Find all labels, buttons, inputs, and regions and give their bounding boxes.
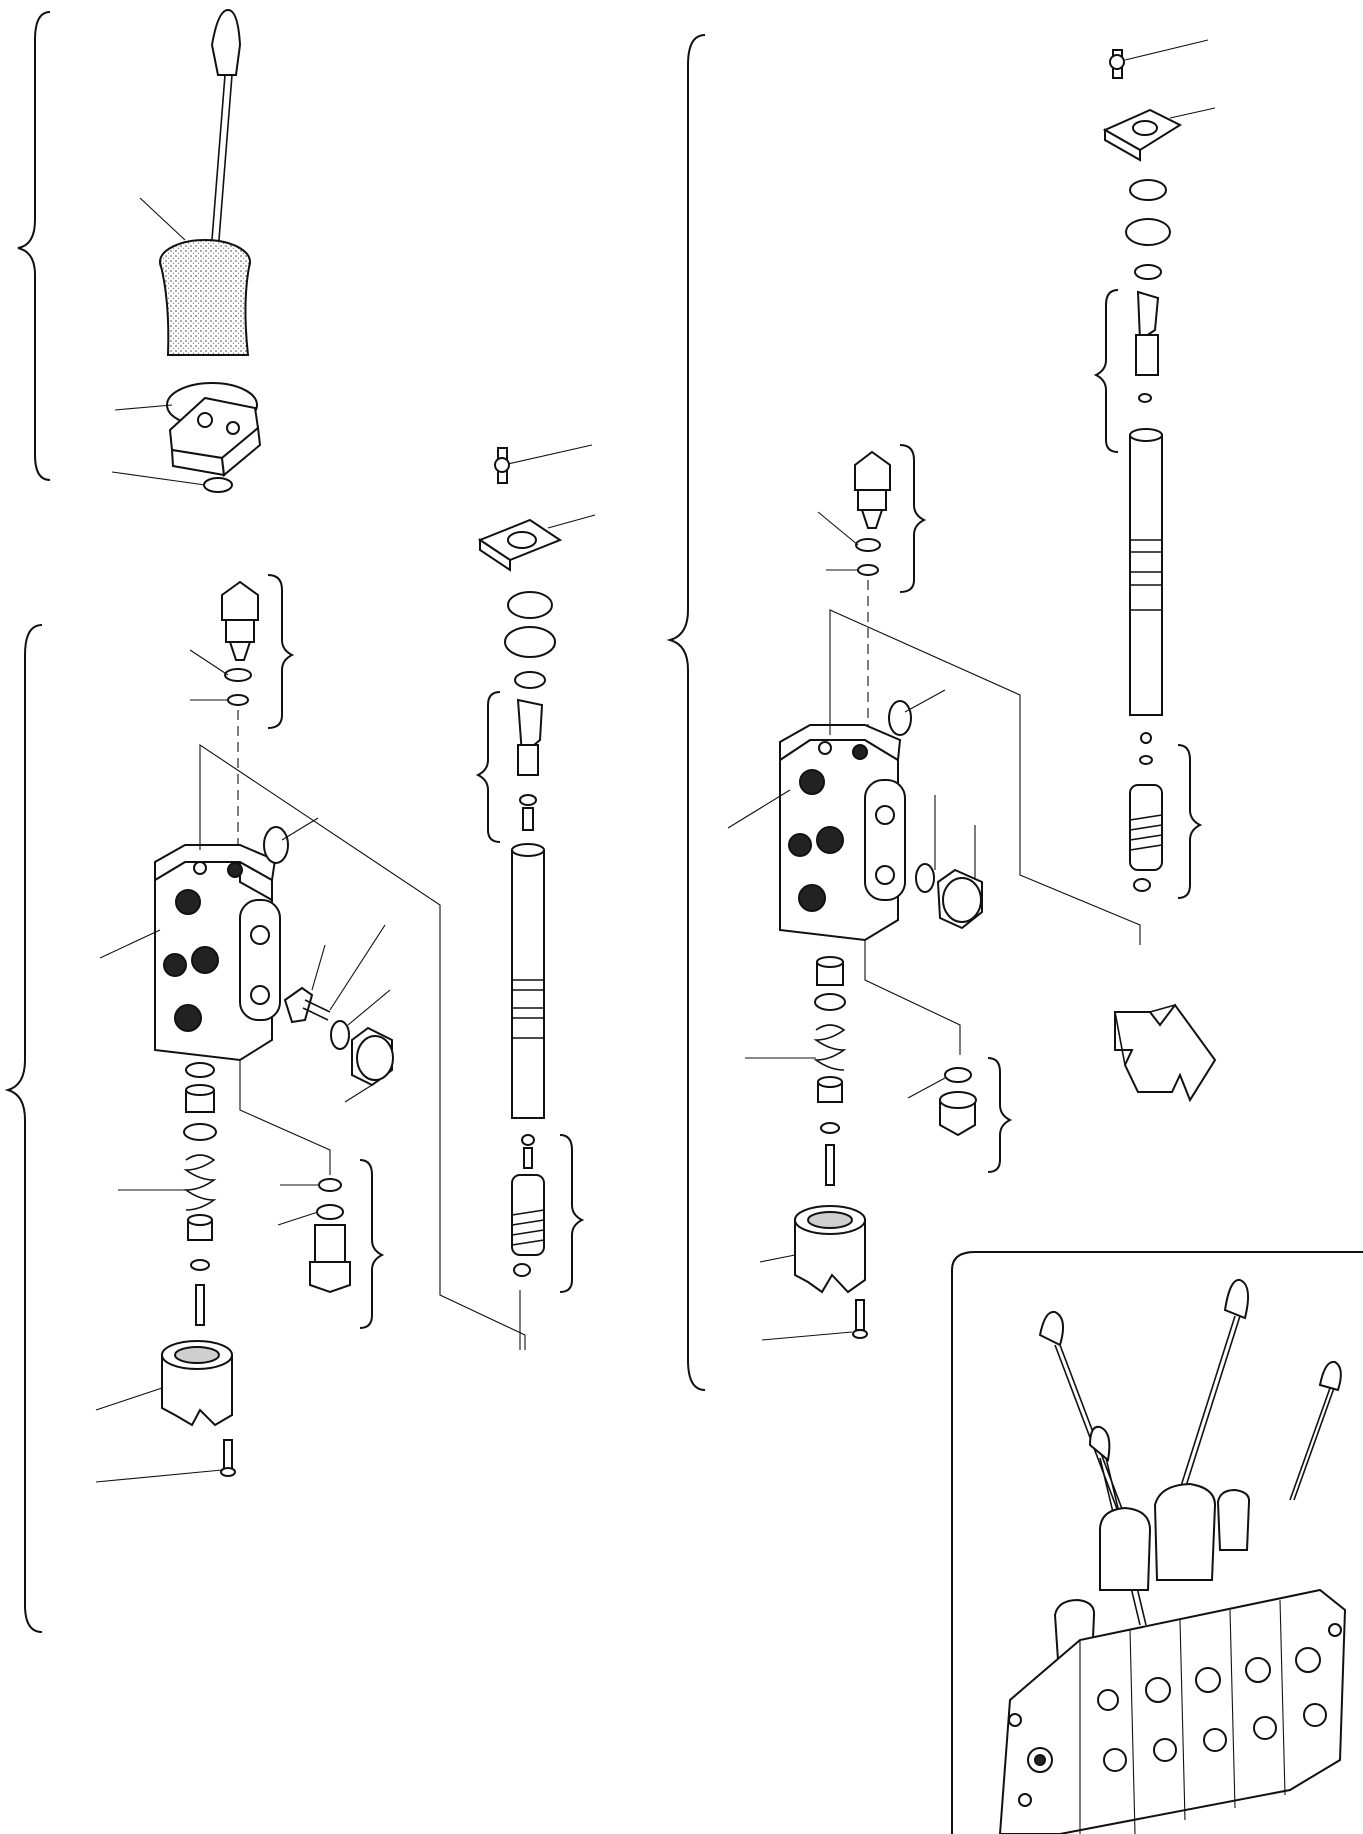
leader-line (904, 689, 946, 713)
leader-lines (111, 197, 206, 486)
spring-cap (95, 1340, 233, 1427)
inset-levers (1038, 1278, 1342, 1626)
spool-assembly-right (1093, 39, 1216, 899)
assembly-link-lines (199, 743, 526, 1350)
inset-boots (1053, 1482, 1251, 1661)
leader-line (281, 817, 319, 841)
relief-valve-top-right (817, 444, 927, 593)
lever-assembly (17, 8, 262, 493)
cap-bolt (95, 1439, 236, 1483)
control-lever (209, 8, 242, 266)
spring-cap-right (759, 1205, 866, 1294)
check-port-right (864, 940, 1013, 1173)
o-ring (203, 477, 233, 493)
group-brace (666, 34, 706, 1391)
group-brace (17, 11, 51, 481)
side-check-valve (283, 924, 394, 1103)
valve-body-right (727, 724, 906, 942)
port-o-ring (263, 826, 289, 864)
mounting-plate (168, 396, 262, 477)
cap-bolt-right (761, 1299, 868, 1341)
rubber-boot (159, 239, 251, 356)
spring-stack (118, 1062, 217, 1326)
direction-arrow-icon (1114, 1003, 1217, 1103)
inset-frame (951, 1251, 1363, 1834)
assembly-link-lines-right (829, 609, 1141, 945)
group-brace (4, 624, 43, 1633)
valve-body (99, 844, 281, 1062)
inset-valve-bank (998, 1588, 1347, 1834)
relief-valve-top (189, 574, 295, 729)
valve-section-left (4, 444, 596, 1633)
port-o-ring (888, 700, 912, 736)
spool-assembly (475, 444, 596, 1293)
side-plug-right (915, 795, 983, 930)
control-valve-overview-inset (951, 1251, 1363, 1834)
check-port-assembly (239, 1060, 385, 1329)
spring-stack-right (745, 956, 847, 1186)
valve-section-right (666, 34, 1217, 1391)
